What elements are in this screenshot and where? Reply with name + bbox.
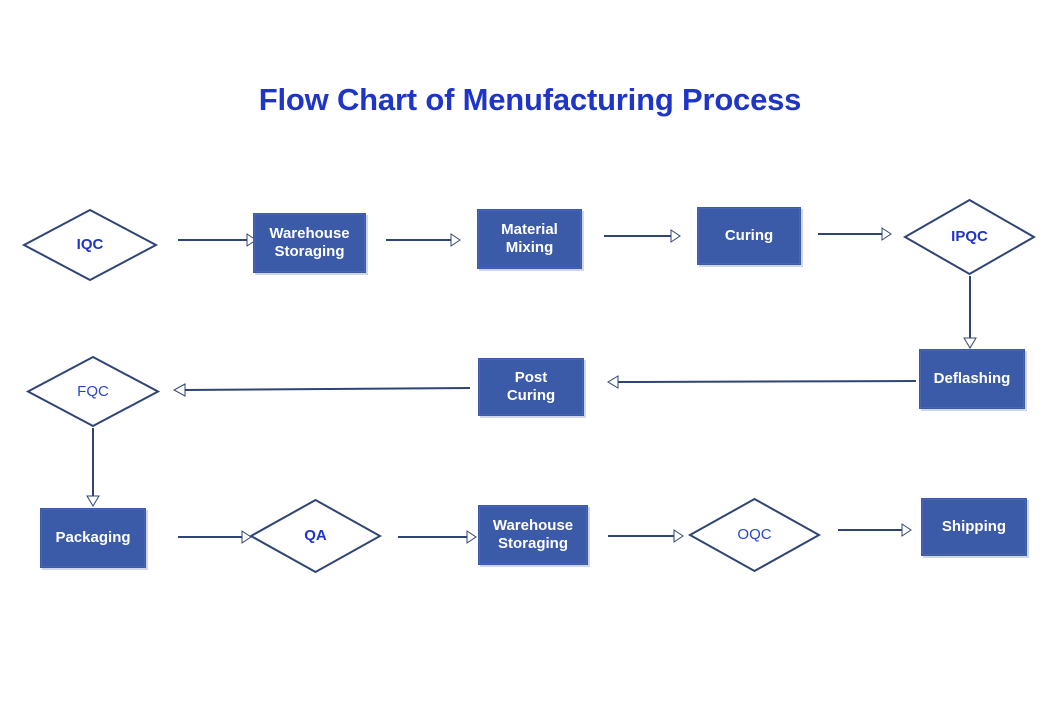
node-label-oqc: OQC <box>737 526 772 544</box>
node-ipqc[interactable]: IPQC <box>902 198 1037 276</box>
node-post-curing[interactable]: Post Curing <box>478 358 584 416</box>
node-label-ipqc: IPQC <box>951 228 988 246</box>
node-label-fqc: FQC <box>77 382 109 400</box>
arrow-postcuring-to-fqc <box>172 383 471 397</box>
node-label-material: Material Mixing <box>501 221 558 256</box>
node-curing[interactable]: Curing <box>697 207 801 265</box>
diamond-shape-ipqc <box>902 198 1037 276</box>
node-warehouse-storaging-2[interactable]: Warehouse Storaging <box>478 505 588 565</box>
diamond-shape-oqc <box>687 497 822 573</box>
node-iqc[interactable]: IQC <box>21 208 159 282</box>
node-fqc[interactable]: FQC <box>25 355 161 428</box>
node-label-warehouse2: Warehouse Storaging <box>492 517 574 552</box>
arrow-iqc-to-warehouse1 <box>178 233 257 247</box>
arrow-material-to-curing <box>604 229 681 243</box>
diamond-shape-fqc <box>25 355 161 428</box>
node-deflashing[interactable]: Deflashing <box>919 349 1025 409</box>
diamond-shape-qa <box>248 498 383 574</box>
arrow-warehouse2-to-oqc <box>608 529 684 543</box>
arrow-warehouse1-to-material <box>386 233 461 247</box>
page-title: Flow Chart of Menufacturing Process <box>258 82 802 117</box>
arrow-oqc-to-shipping <box>838 523 912 537</box>
node-label-iqc: IQC <box>76 236 104 254</box>
node-warehouse-storaging-1[interactable]: Warehouse Storaging <box>253 213 366 273</box>
arrow-fqc-to-packaging <box>86 428 100 507</box>
node-label-deflashing: Deflashing <box>933 370 1011 388</box>
arrow-packaging-to-qa <box>178 530 252 544</box>
node-oqc[interactable]: OQC <box>687 497 822 573</box>
node-qa[interactable]: QA <box>248 498 383 574</box>
node-label-warehouse1: Warehouse Storaging <box>269 225 350 260</box>
node-label-curing: Curing <box>724 227 774 245</box>
node-shipping[interactable]: Shipping <box>921 498 1027 556</box>
node-material-mixing[interactable]: Material Mixing <box>477 209 582 269</box>
diamond-shape-iqc <box>21 208 159 282</box>
node-label-packaging: Packaging <box>55 529 131 547</box>
arrow-ipqc-to-deflashing <box>963 276 977 349</box>
arrow-qa-to-warehouse2 <box>398 530 477 544</box>
arrow-deflashing-to-postcuring <box>607 375 917 389</box>
node-label-postcuring: Post Curing <box>506 369 556 404</box>
node-packaging[interactable]: Packaging <box>40 508 146 568</box>
node-label-qa: QA <box>304 527 327 545</box>
node-label-shipping: Shipping <box>941 518 1007 536</box>
arrow-curing-to-ipqc <box>818 227 892 241</box>
